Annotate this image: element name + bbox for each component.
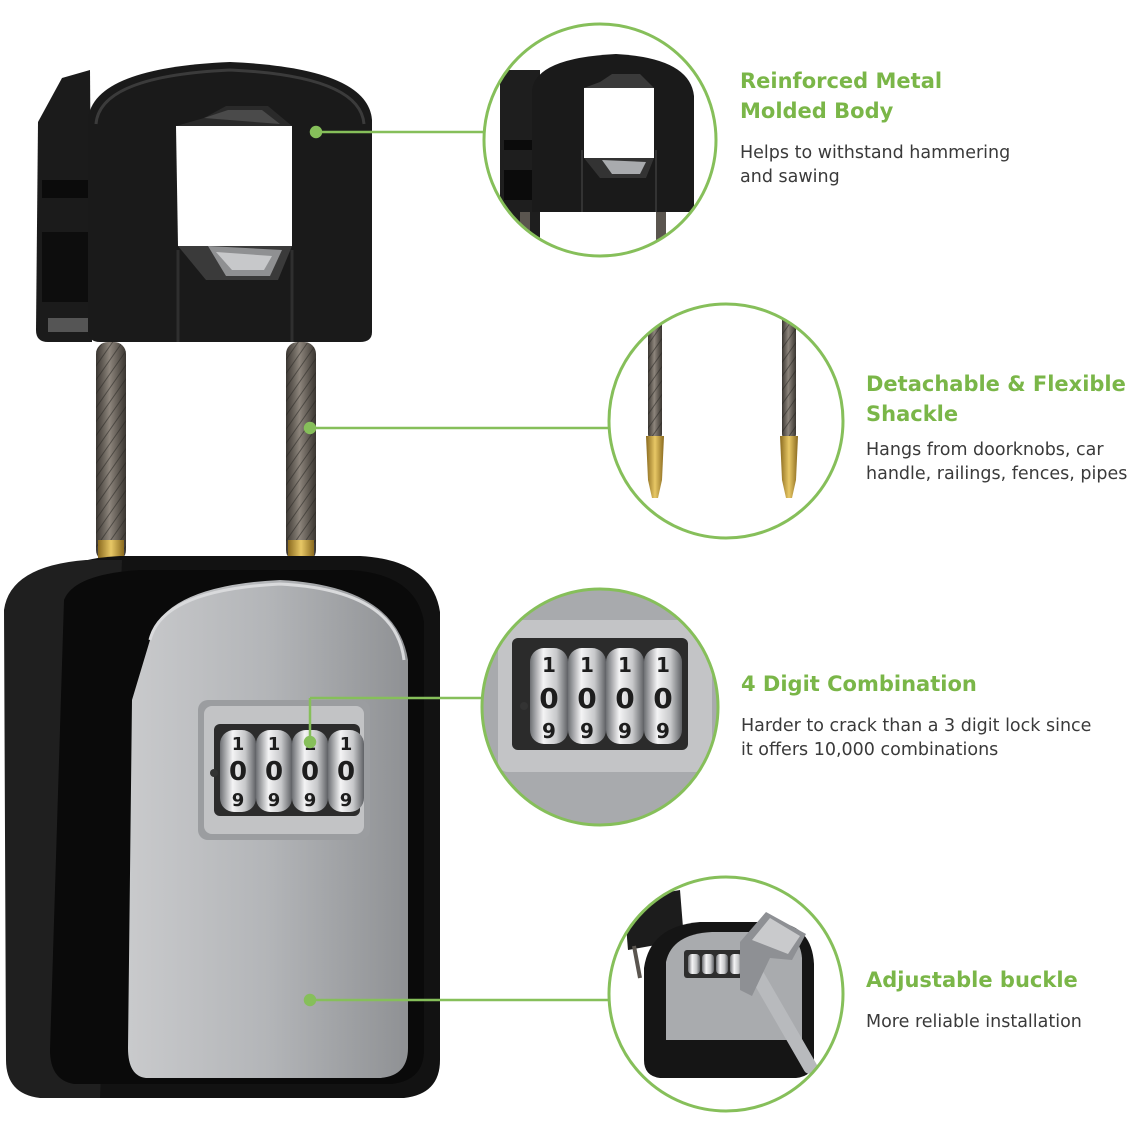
svg-text:0: 0 xyxy=(539,682,558,715)
hook-side-plate xyxy=(36,70,92,342)
dial-wheel: 1 0 9 xyxy=(256,730,292,812)
callout-dot-buckle xyxy=(303,993,317,1007)
svg-text:1: 1 xyxy=(618,653,632,677)
svg-text:1: 1 xyxy=(542,653,556,677)
feature-title: 4 Digit Combination xyxy=(741,672,977,696)
feature-description: Hangs from doorknobs, car handle, railin… xyxy=(866,440,1128,484)
feature-title: Reinforced Metal Molded Body xyxy=(740,69,943,123)
svg-text:0: 0 xyxy=(615,682,634,715)
lockbox-body xyxy=(4,556,440,1098)
svg-text:9: 9 xyxy=(580,719,594,743)
dial-wheel: 1 0 9 xyxy=(328,730,364,812)
dial-wheel-zoom: 1 0 9 xyxy=(644,648,682,744)
svg-text:0: 0 xyxy=(577,682,596,715)
main-lockbox: 1 0 9 1 0 9 1 0 9 1 xyxy=(4,62,440,1098)
svg-text:0: 0 xyxy=(301,757,319,787)
svg-text:9: 9 xyxy=(542,719,556,743)
svg-text:9: 9 xyxy=(268,790,281,811)
feature-title: Detachable & Flexible Shackle xyxy=(866,372,1126,426)
callout-dot-combination xyxy=(303,735,317,749)
detail-circle-shackle xyxy=(607,302,845,540)
svg-text:1: 1 xyxy=(340,734,353,755)
feature-title: Adjustable buckle xyxy=(866,968,1078,992)
feature-description: More reliable installation xyxy=(866,1012,1082,1032)
dial-wheel: 1 0 9 xyxy=(220,730,256,812)
shackle-hook xyxy=(88,62,372,342)
svg-text:1: 1 xyxy=(656,653,670,677)
svg-text:0: 0 xyxy=(265,757,283,787)
callout-lines xyxy=(303,125,610,1007)
dial-wheel-zoom: 1 0 9 xyxy=(530,648,568,744)
dial-wheel-zoom: 1 0 9 xyxy=(568,648,606,744)
svg-text:0: 0 xyxy=(653,682,672,715)
svg-text:0: 0 xyxy=(337,757,355,787)
svg-text:9: 9 xyxy=(304,790,317,811)
svg-text:1: 1 xyxy=(268,734,281,755)
svg-text:9: 9 xyxy=(340,790,353,811)
detail-circle-body xyxy=(482,22,718,258)
svg-text:1: 1 xyxy=(580,653,594,677)
combination-dial: 1 0 9 1 0 9 1 0 9 1 xyxy=(220,730,364,812)
detail-circle-buckle xyxy=(607,875,845,1113)
callout-dot-body xyxy=(309,125,323,139)
hammer-icon xyxy=(740,912,818,1074)
dial-wheel-zoom: 1 0 9 xyxy=(606,648,644,744)
detail-circle-combination: 1 0 9 1 0 9 1 0 9 1 xyxy=(480,587,720,827)
svg-text:9: 9 xyxy=(618,719,632,743)
feature-description: Helps to withstand hammering and sawing xyxy=(740,143,1011,187)
svg-text:1: 1 xyxy=(232,734,245,755)
svg-text:9: 9 xyxy=(232,790,245,811)
svg-text:9: 9 xyxy=(656,719,670,743)
callout-dot-shackle xyxy=(303,421,317,435)
steel-cable-shackle xyxy=(96,342,316,562)
feature-description: Harder to crack than a 3 digit lock sinc… xyxy=(741,716,1092,760)
svg-text:0: 0 xyxy=(229,757,247,787)
dial-wheel: 1 0 9 xyxy=(292,730,328,812)
